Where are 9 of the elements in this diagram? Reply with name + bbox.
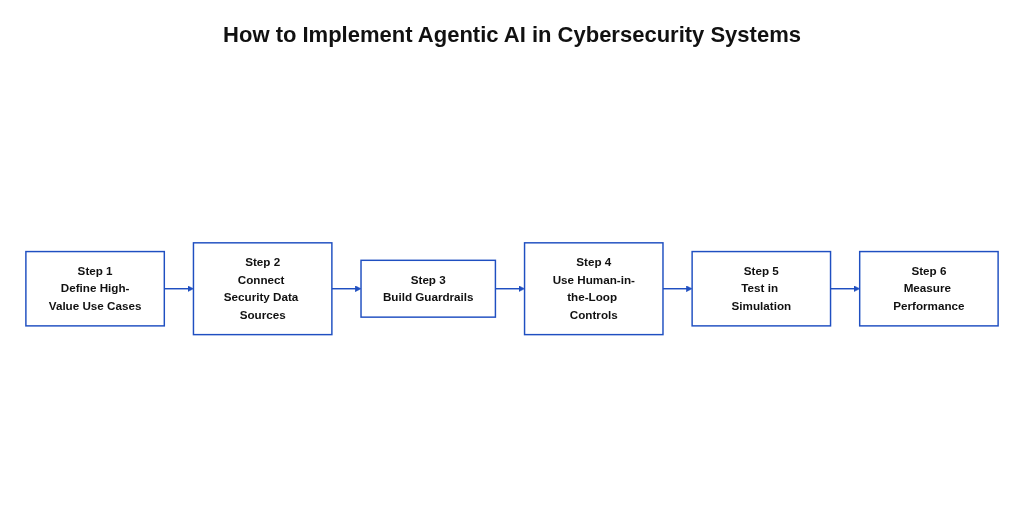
node-box: Step 6 Measure Performance bbox=[858, 251, 999, 327]
node-box: Step 4 Use Human-in-the-Loop Controls bbox=[523, 242, 664, 336]
node-box: Step 2 Connect Security Data Sources bbox=[192, 242, 333, 336]
node-box: Step 3 Build Guardrails bbox=[360, 259, 497, 319]
node-box: Step 1 Define High-Value Use Cases bbox=[25, 251, 166, 327]
arrow bbox=[331, 285, 362, 293]
title: How to Implement Agentic AI in Cybersecurity Systems bbox=[223, 22, 801, 48]
node-box: Step 5 Test in Simulation bbox=[691, 251, 832, 327]
arrow bbox=[662, 285, 693, 293]
